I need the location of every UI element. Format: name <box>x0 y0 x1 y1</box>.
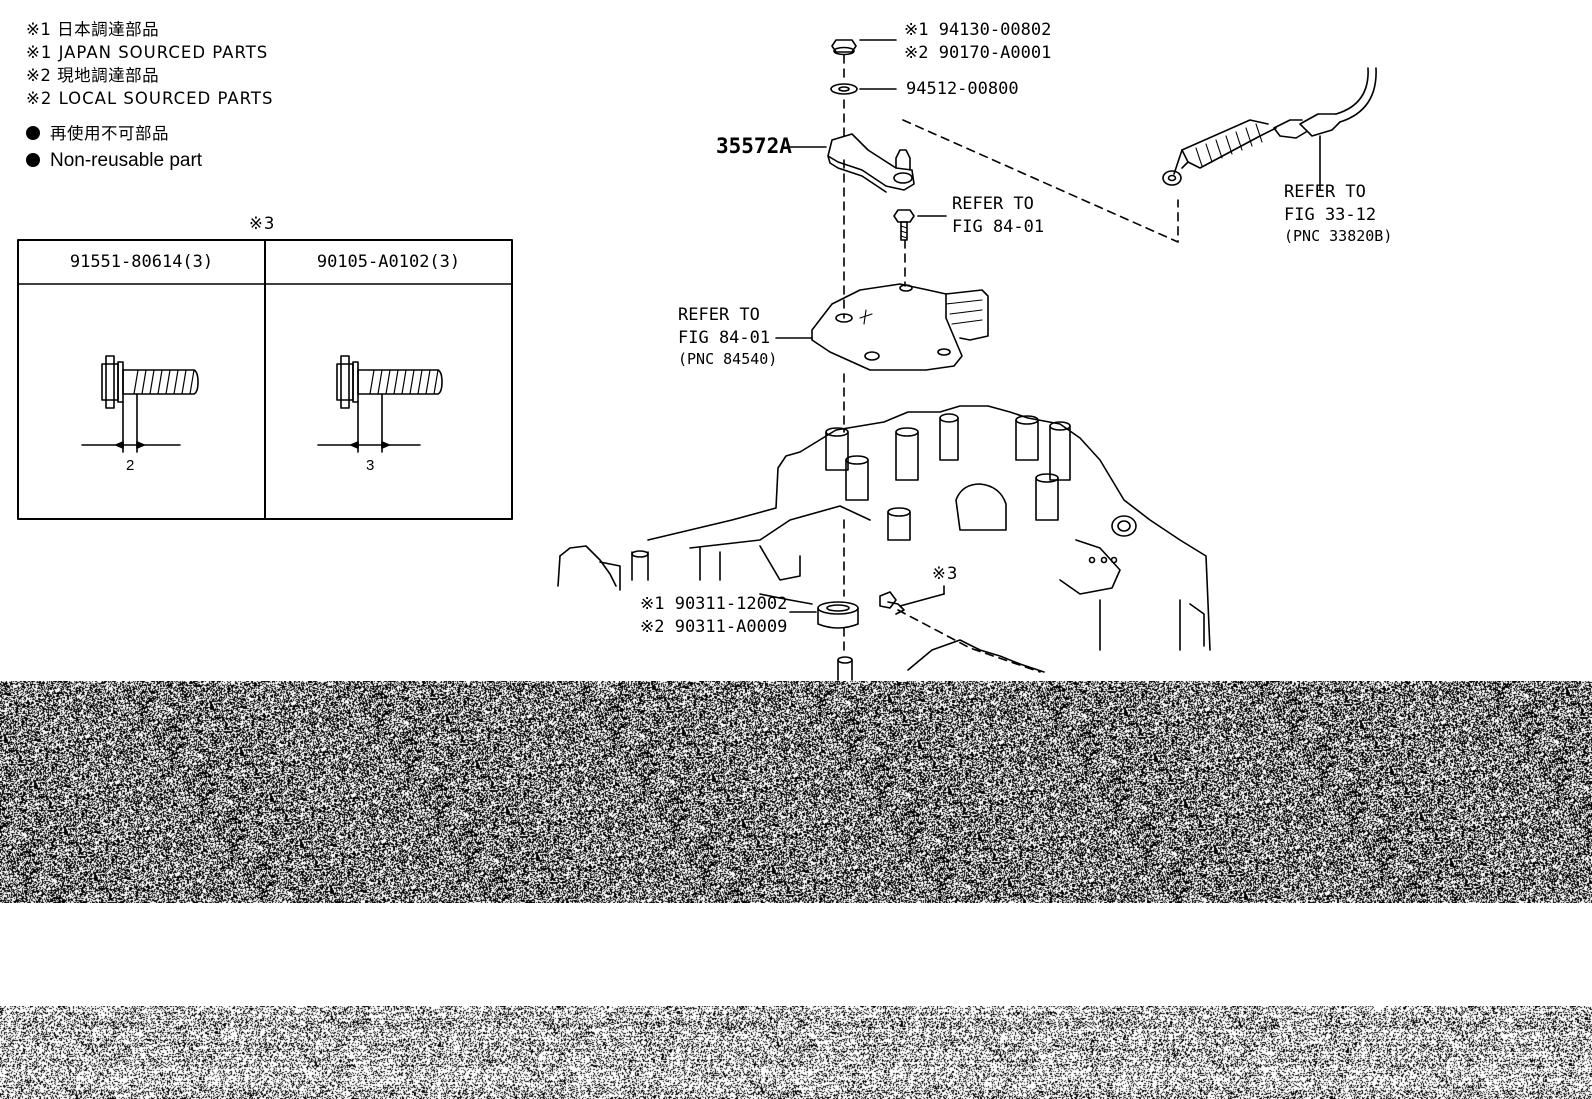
transaxle-case-part <box>557 405 1211 673</box>
scan-noise-band <box>0 681 1592 903</box>
table-col2-part-number: 90105-A0102(3) <box>316 252 461 272</box>
table-mark: ※3 <box>249 214 276 233</box>
legend-local-sourced-en: ※2 LOCAL SOURCED PARTS <box>26 89 274 108</box>
callout-top-bolt-local: ※2 90170-A0001 <box>904 43 1052 63</box>
callout-washer: 94512-00800 <box>906 79 1019 99</box>
scan-noise-band-lower <box>0 1006 1592 1099</box>
nonreusable-dot-icon <box>26 153 40 167</box>
callout-refer-cable-line2: FIG 33-12 <box>1284 205 1377 225</box>
top-bolt-part <box>831 39 897 56</box>
callout-refer-bolt-line1: REFER TO <box>952 194 1034 214</box>
nonreusable-dot-icon <box>26 126 40 140</box>
table-col1-part-number: 91551-80614(3) <box>69 252 214 272</box>
oil-seal-part <box>789 601 859 629</box>
shaft-stub-part <box>837 656 853 681</box>
manual-lever-part <box>789 133 915 193</box>
callout-refer-switch-line3: (PNC 84540) <box>678 350 778 368</box>
callout-refer-switch-line1: REFER TO <box>678 305 760 325</box>
legend-nonreusable-en: Non-reusable part <box>26 151 202 170</box>
table-col2-dimension: 3 <box>366 457 375 474</box>
callout-manual-lever: 35572A <box>716 134 792 158</box>
washer-part <box>830 83 897 95</box>
bolt-table <box>17 239 513 520</box>
callout-top-bolt-japan: ※1 94130-00802 <box>904 20 1052 40</box>
legend-japan-sourced-jp: ※1 日本調達部品 <box>26 20 160 39</box>
callout-case-bolt-mark: ※3 <box>932 564 959 583</box>
flange-bolt-2-illustration <box>317 355 443 453</box>
callout-refer-cable-line1: REFER TO <box>1284 182 1366 202</box>
legend-nonreusable-jp: 再使用不可部品 <box>26 124 169 143</box>
callout-oil-seal-local: ※2 90311-A0009 <box>640 617 788 637</box>
switch-bolt-part <box>893 209 947 241</box>
legend-local-sourced-jp: ※2 現地調達部品 <box>26 66 160 85</box>
neutral-start-switch-part <box>775 283 989 371</box>
case-bolt-part <box>879 585 945 615</box>
flange-bolt-1-illustration <box>81 355 199 453</box>
shift-cable-part <box>1162 67 1377 191</box>
callout-refer-bolt-line2: FIG 84-01 <box>952 217 1045 237</box>
legend-japan-sourced-en: ※1 JAPAN SOURCED PARTS <box>26 43 269 62</box>
callout-oil-seal-japan: ※1 90311-12002 <box>640 594 788 614</box>
callout-refer-cable-line3: (PNC 33820B) <box>1284 227 1393 245</box>
callout-refer-switch-line2: FIG 84-01 <box>678 328 771 348</box>
legend-nonreusable-en-text: Non-reusable part <box>50 150 203 171</box>
table-col1-dimension: 2 <box>126 457 135 474</box>
assembly-axis <box>843 54 1179 673</box>
legend-nonreusable-jp-text: 再使用不可部品 <box>50 124 169 143</box>
